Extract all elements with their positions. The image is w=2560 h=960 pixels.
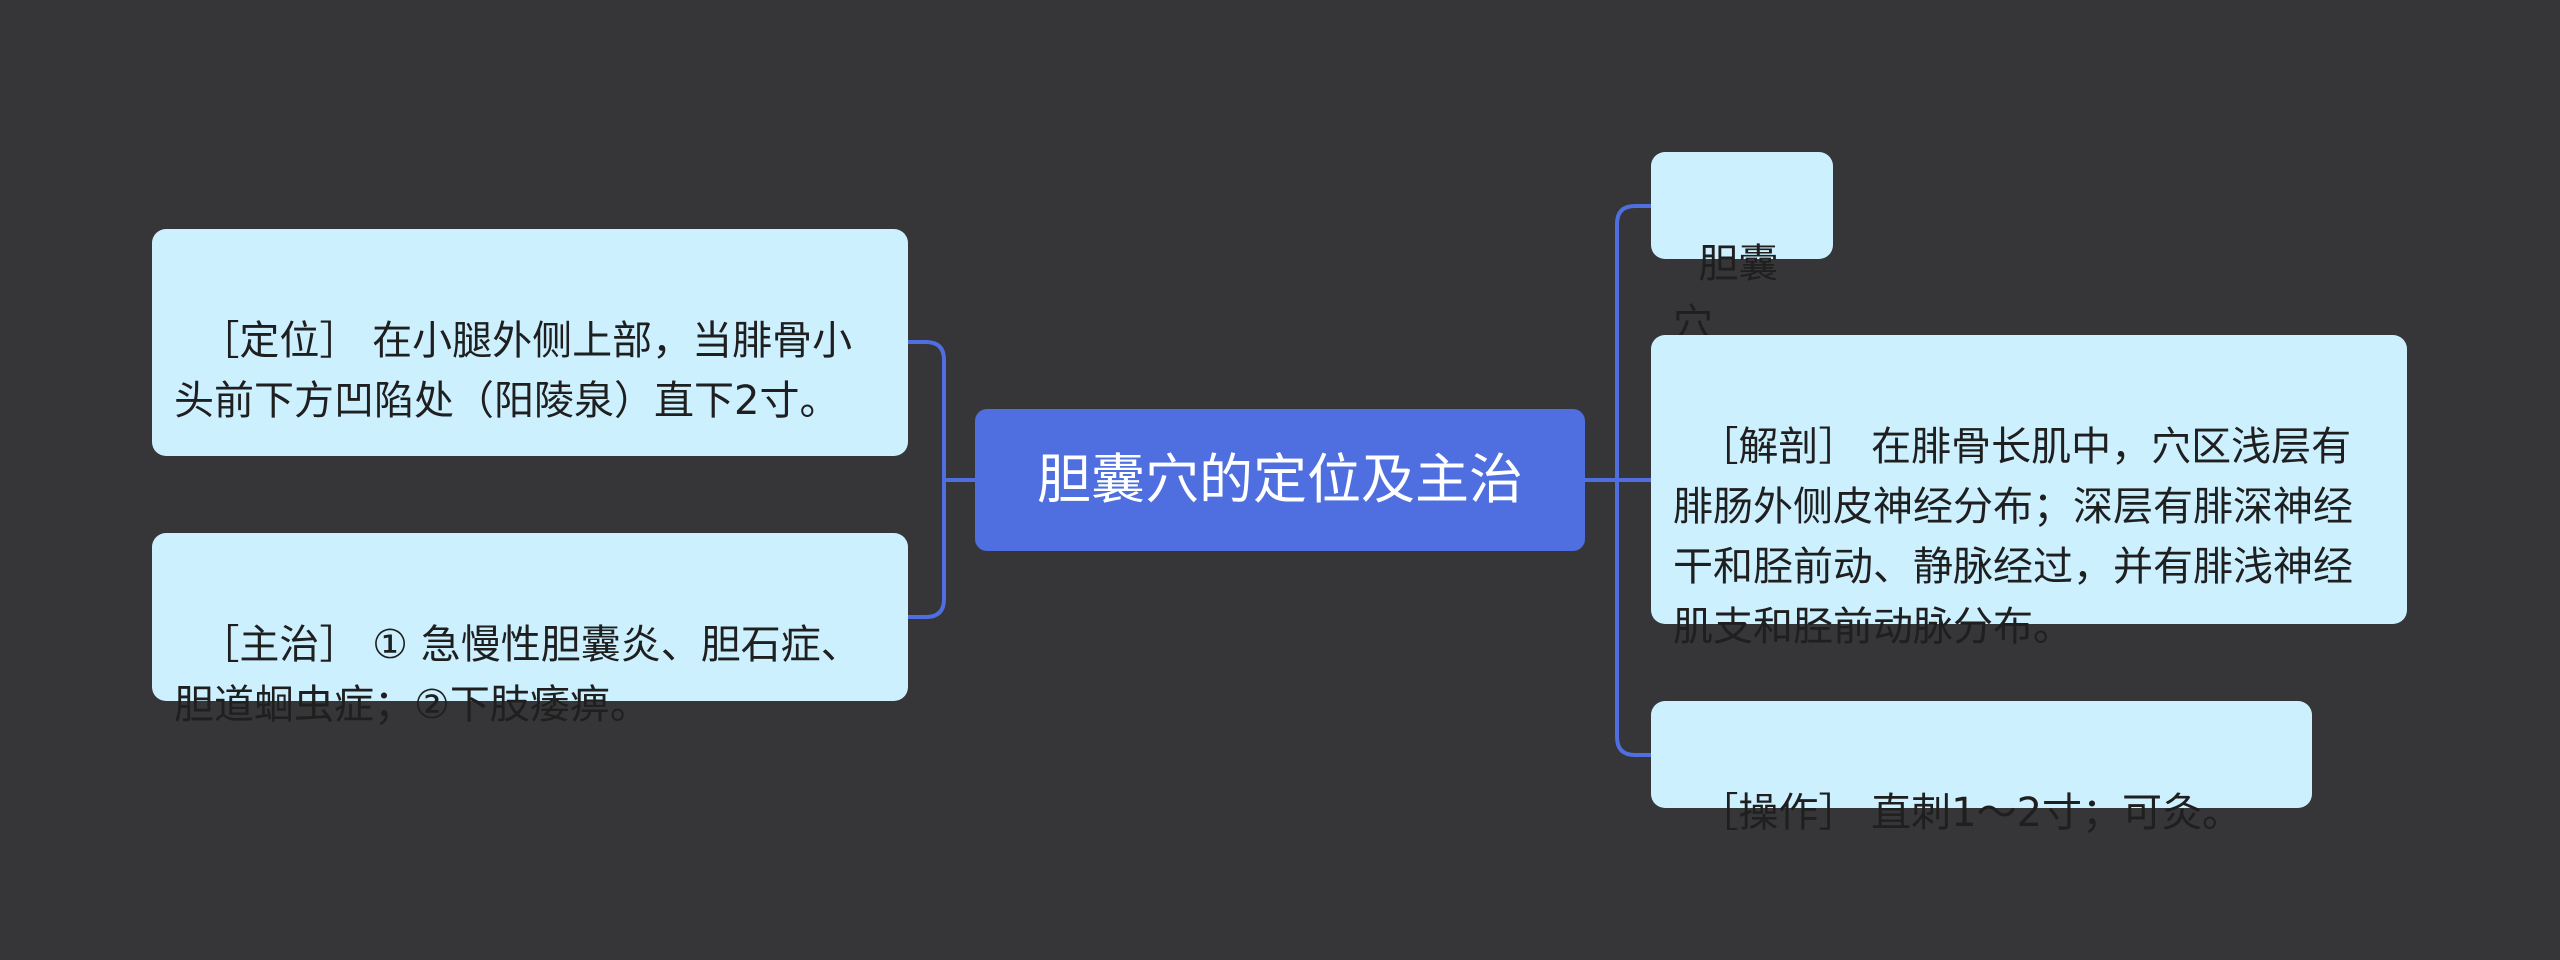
central-topic[interactable]: 胆囊穴的定位及主治 (975, 409, 1585, 551)
central-topic-text: 胆囊穴的定位及主治 (1037, 448, 1523, 511)
left-node-location[interactable]: ［定位］ 在小腿外侧上部，当腓骨小头前下方凹陷处（阳陵泉）直下2寸。 (152, 229, 908, 456)
left-node-location-text: ［定位］ 在小腿外侧上部，当腓骨小头前下方凹陷处（阳陵泉）直下2寸。 (174, 318, 853, 424)
left-node-indications-text: ［主治］ ① 急慢性胆囊炎、胆石症、胆道蛔虫症；②下肢痿痹。 (174, 622, 861, 728)
connector-left-1 (906, 340, 946, 482)
right-node-anatomy-text: ［解剖］ 在腓骨长肌中，穴区浅层有腓肠外侧皮神经分布；深层有腓深神经干和胫前动、… (1673, 424, 2353, 650)
right-node-operation-text: ［操作］ 直刺1～2寸；可灸。 (1698, 790, 2243, 836)
right-node-operation[interactable]: ［操作］ 直刺1～2寸；可灸。 (1651, 701, 2312, 836)
left-node-indications[interactable]: ［主治］ ① 急慢性胆囊炎、胆石症、胆道蛔虫症；②下肢痿痹。 (152, 533, 908, 728)
connector-right-3 (1615, 478, 1653, 757)
right-node-name[interactable]: 胆囊穴 (1651, 152, 1833, 347)
connector-right-1 (1615, 204, 1653, 482)
right-node-anatomy[interactable]: ［解剖］ 在腓骨长肌中，穴区浅层有腓肠外侧皮神经分布；深层有腓深神经干和胫前动、… (1651, 335, 2407, 650)
connector-left-2 (906, 478, 946, 619)
